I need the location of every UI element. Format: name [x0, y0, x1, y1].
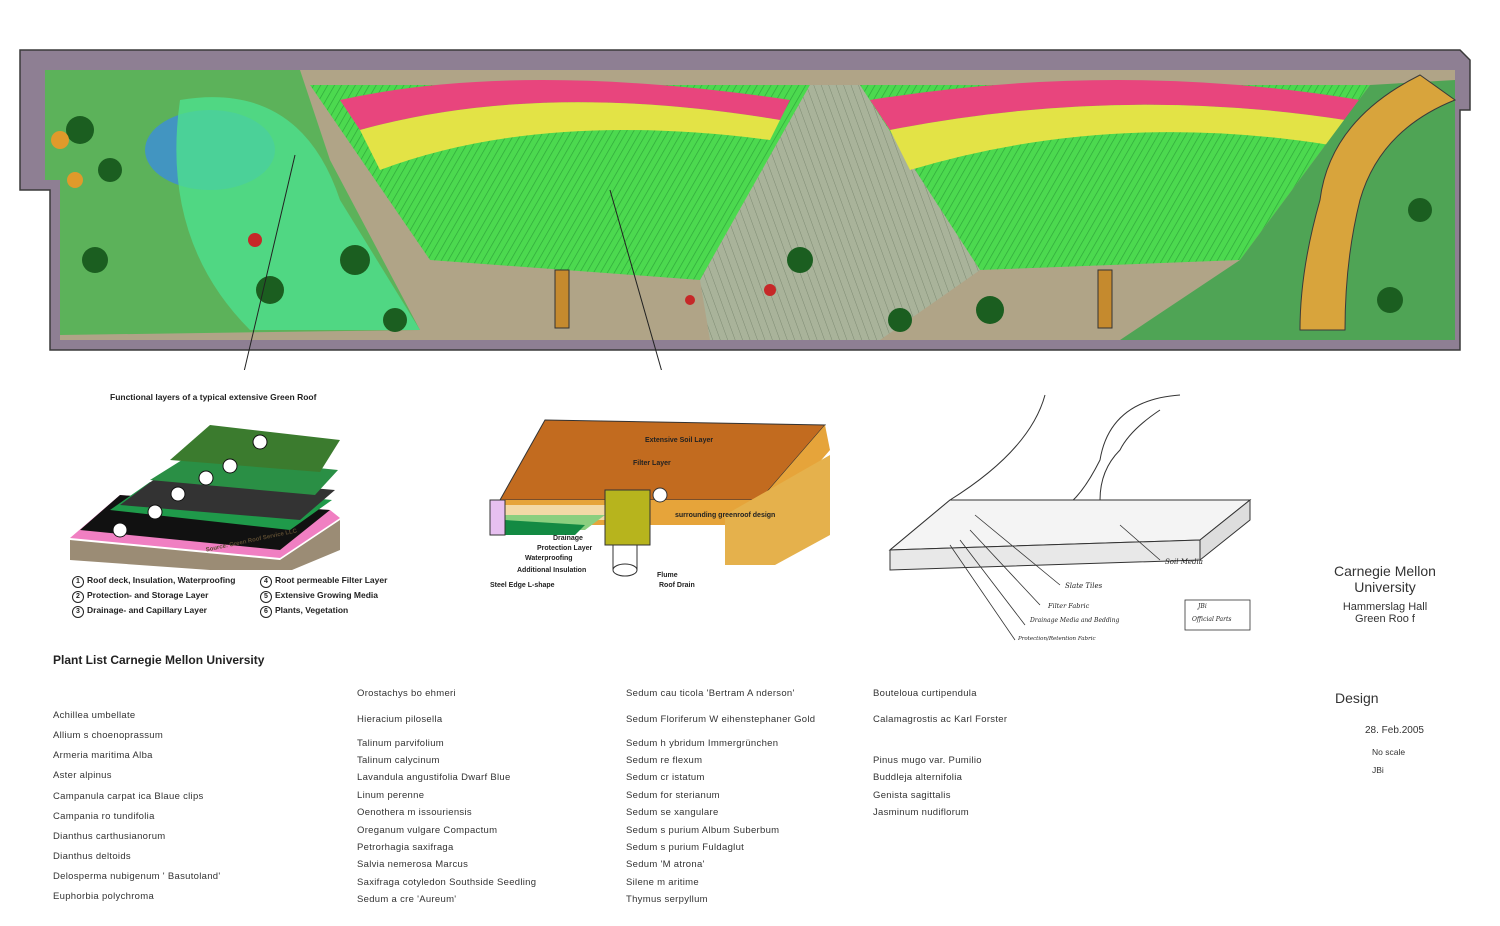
- list-item: Talinum calycinum: [357, 755, 440, 766]
- site-plan: [0, 40, 1500, 370]
- section-diagram: Extensive Soil Layer Filter Layer surrou…: [485, 415, 845, 595]
- list-item: Genista sagittalis: [873, 790, 951, 801]
- list-item: Sedum 'M atrona': [626, 859, 705, 870]
- label-drainage: Drainage: [553, 535, 583, 542]
- list-item: Sedum a cre 'Aureum': [357, 894, 457, 905]
- label-insulation: Additional Insulation: [517, 567, 587, 574]
- sketch-label-drainage-media: Drainage Media and Bedding: [1030, 617, 1120, 624]
- list-item: Sedum cr istatum: [626, 772, 705, 783]
- sketch-stamp-line2: Official Parts: [1192, 616, 1232, 623]
- list-item: Aster alpinus: [53, 770, 112, 781]
- sketch-stamp-line1: JBi: [1198, 603, 1207, 610]
- label-surrounding: surrounding greenroof design: [675, 512, 776, 519]
- list-item: Armeria maritima Alba: [53, 750, 153, 761]
- label-waterproofing: Waterproofing: [525, 555, 573, 562]
- list-item: Euphorbia polychroma: [53, 891, 155, 902]
- plant-list-heading: Plant List Carnegie Mellon University: [53, 653, 265, 667]
- project-name-line1: Hammerslag Hall: [1342, 601, 1428, 613]
- list-item: Buddleja alternifolia: [873, 772, 963, 783]
- list-item: Sedum s purium Album Suberbum: [626, 825, 780, 836]
- sketch-label-filter-fabric: Filter Fabric: [1048, 602, 1090, 610]
- detail-sketch: Soil Media Slate Tiles Filter Fabric Dra…: [880, 390, 1270, 650]
- label-filter-layer: Filter Layer: [633, 460, 671, 467]
- plant-list-col1: Achillea umbellate Allium s choenoprassu…: [53, 710, 313, 910]
- list-item: Campanula carpat ica Blaue clips: [53, 791, 204, 802]
- plant-list-col4: Bouteloua curtipendula Calamagrostis ac …: [873, 688, 1073, 828]
- org-name-line2: University: [1354, 579, 1416, 595]
- list-item: Linum perenne: [357, 790, 425, 801]
- org-name-line1: Carnegie Mellon: [1334, 563, 1436, 579]
- layers-diagram-title: Functional layers of a typical extensive…: [110, 392, 317, 402]
- list-item: Jasminum nudiflorum: [873, 807, 969, 818]
- design-label: Design: [1335, 690, 1379, 706]
- list-item: Pinus mugo var. Pumilio: [873, 755, 982, 766]
- sketch-label-soil-media: Soil Media: [1165, 558, 1203, 566]
- plant-list-col3: Sedum cau ticola 'Bertram A nderson' Sed…: [626, 688, 856, 908]
- list-item: Calamagrostis ac Karl Forster: [873, 714, 1008, 725]
- list-item: Oreganum vulgare Compactum: [357, 825, 498, 836]
- list-item: Talinum parvifolium: [357, 738, 445, 749]
- list-item: Sedum re flexum: [626, 755, 703, 766]
- design-author: JBi: [1372, 765, 1384, 775]
- list-item: Silene m aritime: [626, 877, 699, 888]
- list-item: Sedum for sterianum: [626, 790, 720, 801]
- list-item: Lavandula angustifolia Dwarf Blue: [357, 772, 511, 783]
- list-item: Sedum h ybridum Immergrünchen: [626, 738, 779, 749]
- design-scale: No scale: [1372, 747, 1406, 757]
- label-steel-edge: Steel Edge L-shape: [490, 582, 555, 589]
- list-item: Dianthus deltoids: [53, 851, 131, 862]
- list-item: Campania ro tundifolia: [53, 811, 155, 822]
- section-illustration: [489, 419, 830, 577]
- list-item: Orostachys bo ehmeri: [357, 688, 456, 699]
- layers-illustration: [70, 425, 340, 570]
- list-item: Achillea umbellate: [53, 710, 136, 721]
- label-flume: Flume: [657, 572, 678, 579]
- list-item: Allium s choenoprassum: [53, 730, 164, 741]
- label-soil-layer: Extensive Soil Layer: [645, 437, 714, 444]
- label-protection: Protection Layer: [537, 545, 593, 552]
- site-plan-drawing: [19, 49, 1471, 370]
- list-item: Sedum Floriferum W eihenstephaner Gold: [626, 714, 816, 725]
- list-item: Petrorhagia saxifraga: [357, 842, 454, 853]
- list-item: Salvia nemerosa Marcus: [357, 859, 469, 870]
- sketch-label-slate-tiles: Slate Tiles: [1065, 582, 1103, 590]
- list-item: Saxifraga cotyledon Southside Seedling: [357, 877, 537, 888]
- list-item: Dianthus carthusianorum: [53, 831, 166, 842]
- list-item: Thymus serpyllum: [626, 894, 708, 905]
- title-block: Carnegie Mellon University Hammerslag Ha…: [1310, 563, 1460, 625]
- label-roof-drain: Roof Drain: [659, 582, 695, 589]
- list-item: Delosperma nubigenum ' Basutoland': [53, 871, 221, 882]
- list-item: Bouteloua curtipendula: [873, 688, 977, 699]
- list-item: Sedum se xangulare: [626, 807, 719, 818]
- list-item: Oenothera m issouriensis: [357, 807, 472, 818]
- sketch-illustration: [888, 394, 1252, 641]
- project-name-line2: Green Roo f: [1355, 613, 1415, 625]
- layers-diagram: Functional layers of a typical extensive…: [60, 390, 410, 620]
- list-item: Sedum cau ticola 'Bertram A nderson': [626, 688, 795, 699]
- list-item: Sedum s purium Fuldaglut: [626, 842, 745, 853]
- plant-list-col2: Orostachys bo ehmeri Hieracium pilosella…: [357, 688, 617, 908]
- sketch-label-retention-fabric: Protection/Retention Fabric: [1018, 636, 1096, 642]
- design-date: 28. Feb.2005: [1365, 725, 1424, 736]
- list-item: Hieracium pilosella: [357, 714, 443, 725]
